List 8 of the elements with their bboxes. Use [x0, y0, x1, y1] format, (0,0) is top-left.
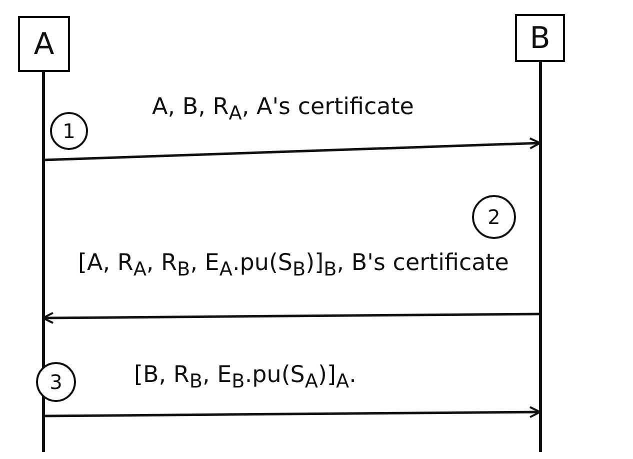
participant-box: A [18, 16, 70, 72]
step-number-circle: 3 [36, 362, 76, 402]
message-arrow [42, 137, 541, 162]
step-number-circle: 2 [472, 195, 516, 239]
message-arrow [42, 312, 540, 324]
message-arrow [43, 406, 541, 418]
participant-box: B [515, 14, 565, 62]
step-number-circle: 1 [50, 112, 88, 150]
